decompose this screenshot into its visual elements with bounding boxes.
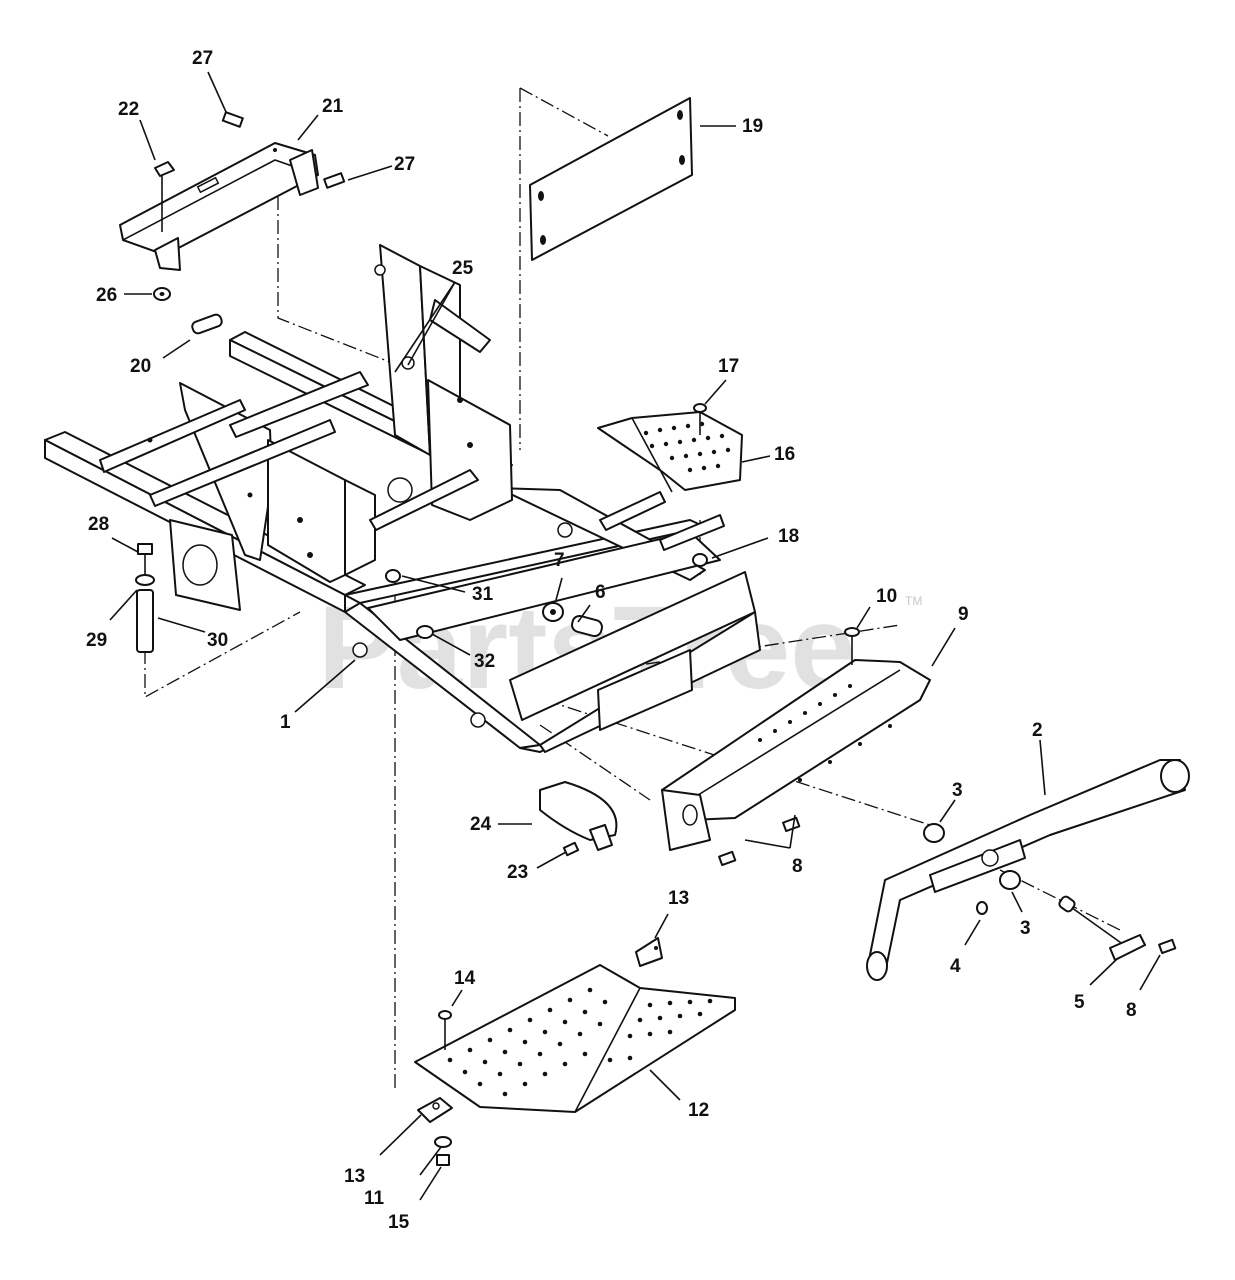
callout-21: 21 (322, 96, 344, 117)
part-19-plate (529, 97, 693, 261)
callout-2: 2 (1032, 720, 1043, 741)
part-4-fitting (976, 901, 988, 915)
callout-24: 24 (470, 814, 492, 835)
callout-12: 12 (688, 1100, 709, 1121)
callout-3-upper: 3 (952, 780, 963, 801)
part-28-bolt (137, 543, 153, 574)
part-16-holes (643, 421, 731, 473)
part-32-nut (416, 625, 434, 639)
callout-29: 29 (86, 630, 107, 651)
callout-18: 18 (778, 526, 799, 547)
part-15-nut (436, 1154, 450, 1166)
callout-14: 14 (454, 968, 476, 989)
part-3-bushings (923, 823, 1021, 890)
part-31-nut (385, 569, 401, 583)
callout-4: 4 (950, 956, 961, 977)
callout-1: 1 (280, 712, 291, 733)
part-5-pivot-pin (1058, 895, 1177, 961)
callout-17: 17 (718, 356, 739, 377)
part-7-nut (542, 602, 564, 622)
part-30-pin (136, 589, 154, 653)
callout-27-top: 27 (192, 48, 213, 69)
callout-16: 16 (774, 444, 795, 465)
part-12-holes (447, 987, 713, 1097)
part-26-nut (153, 287, 171, 301)
leader-lines (109, 71, 1161, 1201)
part-14-bolt (438, 1010, 452, 1050)
callout-13-bottom: 13 (344, 1166, 365, 1187)
callout-15: 15 (388, 1212, 410, 1233)
part-22-bumper (154, 161, 175, 232)
part-27-screws (221, 111, 346, 189)
callout-31: 31 (472, 584, 494, 605)
part-21-bracket (119, 142, 319, 271)
callout-labels: 1 2 3 3 4 5 6 7 8 8 9 10 11 12 13 13 14 … (86, 48, 1137, 1233)
callout-25: 25 (452, 258, 474, 279)
callout-8-center: 8 (792, 856, 803, 877)
part-12-footrest (414, 964, 736, 1113)
callout-13-top: 13 (668, 888, 689, 909)
callout-27-right: 27 (394, 154, 415, 175)
callout-8-right: 8 (1126, 1000, 1137, 1021)
part-16-floor-plate (597, 411, 743, 493)
part-18-nut (692, 553, 708, 567)
callout-20: 20 (130, 356, 151, 377)
part-10-cap (844, 627, 860, 665)
callout-7: 7 (554, 550, 565, 571)
part-23-screw (562, 841, 580, 857)
part-13-clips (417, 937, 663, 1123)
part-8-screws (718, 816, 801, 867)
part-17-bolt (693, 403, 707, 435)
part-9-holes (758, 684, 892, 782)
callout-28: 28 (88, 514, 109, 535)
callout-32: 32 (474, 651, 495, 672)
part-29-washer (135, 574, 155, 586)
callout-11: 11 (364, 1188, 385, 1209)
part-2-front-axle (866, 759, 1190, 981)
part-9-axle-support (661, 659, 931, 851)
callout-23: 23 (507, 862, 528, 883)
watermark-trademark: TM (905, 594, 922, 608)
callout-26: 26 (96, 285, 117, 306)
callout-10: 10 (876, 586, 897, 607)
callout-22: 22 (118, 99, 139, 120)
callout-19: 19 (742, 116, 763, 137)
callout-3-lower: 3 (1020, 918, 1031, 939)
part-11-washer (434, 1136, 452, 1148)
part-1-frame (44, 244, 761, 753)
part-24-guard (539, 781, 618, 851)
callout-5: 5 (1074, 992, 1085, 1013)
callout-9: 9 (958, 604, 969, 625)
callout-6: 6 (595, 582, 606, 603)
part-20-pin (191, 313, 223, 335)
callout-30: 30 (207, 630, 228, 651)
